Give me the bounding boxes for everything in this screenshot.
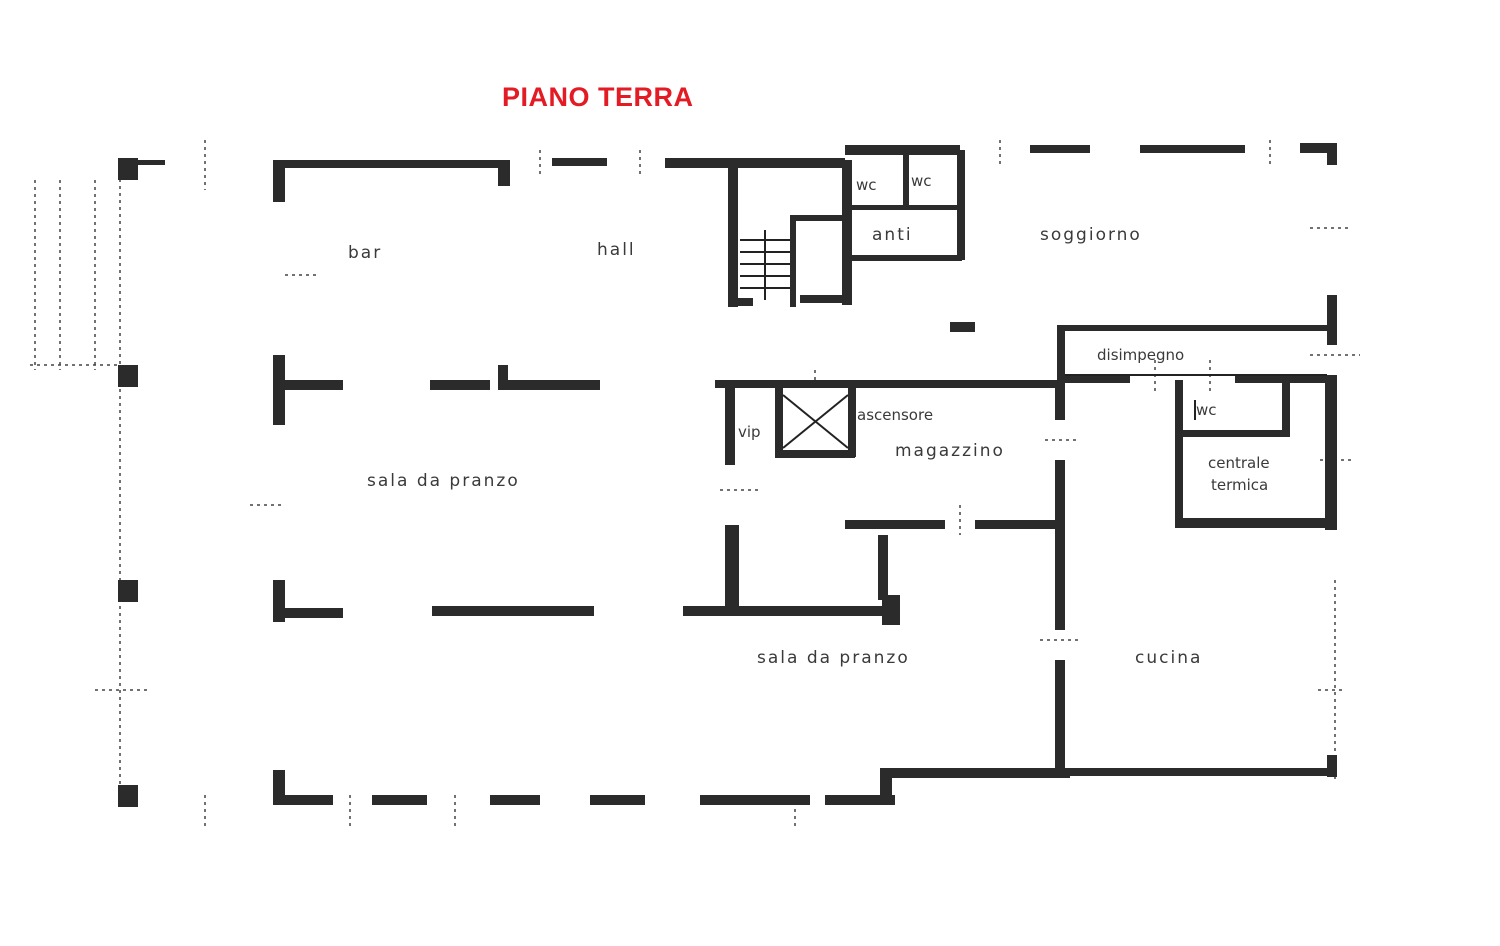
- label-bar: bar: [348, 243, 382, 263]
- label-ascensore: ascensore: [857, 406, 933, 424]
- label-anti: anti: [872, 225, 913, 245]
- label-soggiorno: soggiorno: [1040, 225, 1142, 245]
- label-wc-1: wc: [856, 176, 877, 194]
- label-magazzino: magazzino: [895, 441, 1005, 461]
- label-cucina: cucina: [1135, 648, 1202, 668]
- label-wc-3: wc: [1196, 401, 1217, 419]
- label-wc-2: wc: [911, 172, 932, 190]
- label-disimpegno: disimpegno: [1097, 346, 1184, 364]
- room-labels: bar hall wc wc anti soggiorno disimpegno…: [348, 172, 1270, 668]
- walls: [118, 143, 1337, 807]
- thin-lines: [740, 230, 1327, 449]
- reference-lines: [30, 140, 1360, 830]
- plan-title: PIANO TERRA: [502, 82, 694, 112]
- label-hall: hall: [597, 240, 636, 260]
- label-vip: vip: [738, 423, 761, 441]
- label-sala-da-pranzo-1: sala da pranzo: [367, 471, 520, 491]
- label-sala-da-pranzo-2: sala da pranzo: [757, 648, 910, 668]
- label-centrale: centrale: [1208, 454, 1270, 472]
- label-termica: termica: [1211, 476, 1268, 494]
